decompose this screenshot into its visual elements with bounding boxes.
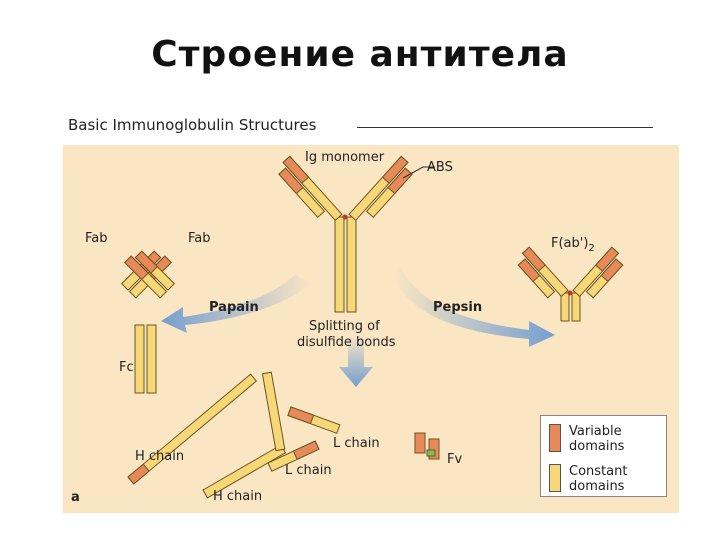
label-l-chain-2: L chain bbox=[285, 463, 332, 478]
panel-letter: a bbox=[71, 490, 80, 505]
label-h-chain-2: H chain bbox=[213, 489, 262, 504]
label-fc: Fc bbox=[119, 360, 134, 375]
legend-swatch-variable bbox=[549, 424, 561, 452]
fv-fragment bbox=[414, 432, 440, 460]
pepsin-arrow bbox=[393, 267, 555, 347]
ig-monomer bbox=[278, 155, 435, 313]
label-fab-right: Fab bbox=[188, 231, 211, 246]
label-h-chain-1: H chain bbox=[135, 449, 184, 464]
label-splitting-2: disulfide bonds bbox=[297, 335, 396, 350]
header-rule bbox=[357, 127, 653, 128]
fc-fragment bbox=[134, 324, 157, 394]
fab2-fragment bbox=[517, 246, 624, 322]
l-chain-2 bbox=[267, 440, 320, 472]
label-splitting-1: Splitting of bbox=[309, 319, 380, 334]
legend-swatch-constant bbox=[549, 464, 561, 492]
immunoglobulin-diagram: Ig monomer ABS Fab Fab F(ab')2 Papain Pe… bbox=[71, 150, 624, 505]
h-chain-1 bbox=[127, 373, 258, 485]
legend-label-constant: Constant domains bbox=[569, 464, 628, 494]
label-ig-monomer: Ig monomer bbox=[305, 150, 385, 165]
legend-label-variable: Variable domains bbox=[569, 424, 625, 454]
hinge-bond bbox=[342, 214, 348, 220]
label-fab2: F(ab')2 bbox=[551, 236, 595, 254]
h-chain-2 bbox=[202, 371, 287, 499]
fab-fragment-right bbox=[124, 250, 176, 299]
l-chain-1 bbox=[287, 406, 341, 434]
abs-leader bbox=[402, 166, 424, 179]
label-l-chain-1: L chain bbox=[333, 436, 380, 451]
label-fv: Fv bbox=[447, 452, 462, 467]
splitting-arrow bbox=[339, 335, 373, 387]
label-abs: ABS bbox=[427, 160, 453, 175]
papain-arrow bbox=[161, 275, 313, 333]
label-fab-left: Fab bbox=[85, 231, 108, 246]
slide-title: Строение антитела bbox=[151, 34, 569, 75]
monomer-stem-right bbox=[346, 216, 357, 313]
monomer-stem-left bbox=[334, 216, 345, 313]
figure-header: Basic Immunoglobulin Structures bbox=[68, 116, 317, 134]
legend-constant: Constant domains bbox=[549, 464, 659, 494]
monomer-arm-left bbox=[278, 155, 343, 222]
label-papain: Papain bbox=[209, 300, 259, 315]
legend-variable: Variable domains bbox=[549, 424, 659, 454]
monomer-arm-right bbox=[348, 155, 413, 222]
label-pepsin: Pepsin bbox=[433, 300, 482, 315]
legend: Variable domains Constant domains bbox=[540, 415, 667, 497]
